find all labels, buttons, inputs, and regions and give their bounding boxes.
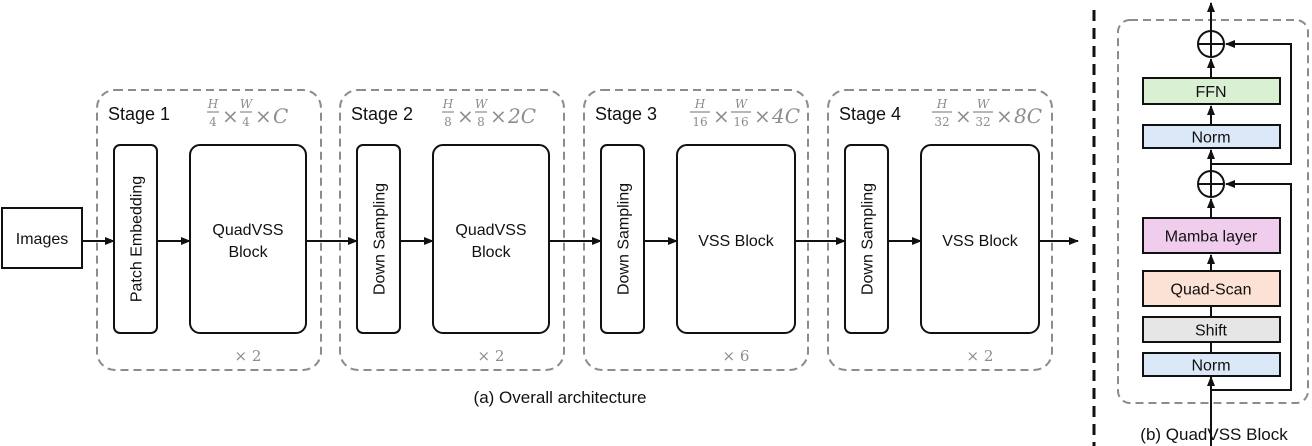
svg-text:4: 4 <box>209 115 217 129</box>
main-block-label: Block <box>471 244 511 261</box>
svg-text:H: H <box>936 97 948 111</box>
svg-text:×: × <box>457 104 474 128</box>
svg-text:16: 16 <box>692 115 707 129</box>
block-label: Quad-Scan <box>1171 282 1252 299</box>
stage-dimensions: H4×W4× C <box>207 97 289 129</box>
svg-text:H: H <box>694 97 706 111</box>
caption-overall-architecture: (a) Overall architecture <box>474 388 647 407</box>
shift-block: Shift <box>1142 316 1281 343</box>
quadvss-block <box>189 144 307 334</box>
stage-title: Stage 4 <box>839 104 901 124</box>
svg-text:32: 32 <box>975 115 990 129</box>
svg-text:C: C <box>273 104 288 128</box>
svg-text:W: W <box>240 97 254 111</box>
block-label: Norm <box>1191 130 1230 147</box>
svg-text:16: 16 <box>733 115 748 129</box>
caption-quadvss-block: (b) QuadVSS Block <box>1140 425 1288 444</box>
repeat-count: × 6 <box>723 347 750 365</box>
images-label: Images <box>16 231 68 248</box>
norm-block: Norm <box>1142 124 1281 149</box>
stage-title: Stage 2 <box>351 104 413 124</box>
main-block-label: Block <box>228 244 268 261</box>
svg-text:×: × <box>955 104 972 128</box>
svg-text:H: H <box>207 97 219 111</box>
svg-text:H: H <box>442 97 454 111</box>
stage-title: Stage 1 <box>108 104 170 124</box>
svg-text:8: 8 <box>477 115 485 129</box>
block-label: FFN <box>1195 84 1226 101</box>
svg-text:W: W <box>475 97 489 111</box>
first-block-label: Patch Embedding <box>129 176 146 302</box>
svg-text:8C: 8C <box>1014 104 1042 128</box>
svg-text:4: 4 <box>242 115 250 129</box>
norm-block: Norm <box>1142 352 1281 377</box>
svg-text:8: 8 <box>444 115 452 129</box>
svg-text:4C: 4C <box>771 104 800 128</box>
main-block-label: VSS Block <box>698 233 775 250</box>
svg-text:×: × <box>255 104 272 128</box>
residual-connection-2 <box>1211 40 1292 165</box>
svg-text:×: × <box>713 104 730 128</box>
main-block-label: QuadVSS <box>212 222 283 239</box>
images-input-box: Images <box>1 207 83 269</box>
quadvss-block <box>432 144 550 334</box>
stage-frame <box>827 89 1053 371</box>
ffn-block: FFN <box>1142 77 1281 105</box>
svg-text:W: W <box>735 97 749 111</box>
stage-dimensions: H16×W16× 4C <box>690 97 800 129</box>
stage-dimensions: H32×W32× 8C <box>932 97 1042 129</box>
repeat-count: × 2 <box>235 347 262 365</box>
svg-text:×: × <box>996 104 1013 128</box>
svg-text:W: W <box>977 97 991 111</box>
svg-text:32: 32 <box>934 115 949 129</box>
first-block-label: Down Sampling <box>372 183 389 295</box>
svg-text:×: × <box>490 104 507 128</box>
block-label: Shift <box>1195 323 1228 340</box>
repeat-count: × 2 <box>478 347 505 365</box>
first-block-label: Down Sampling <box>860 183 877 295</box>
stage-title: Stage 3 <box>595 104 657 124</box>
quadvss-dashed-frame <box>1117 19 1309 404</box>
stage-frame <box>339 89 565 371</box>
stage-frame <box>583 89 809 371</box>
repeat-count: × 2 <box>967 347 994 365</box>
svg-text:×: × <box>754 104 771 128</box>
svg-text:2C: 2C <box>507 104 536 128</box>
stage-dimensions: H8×W8× 2C <box>442 97 536 129</box>
block-label: Mamba layer <box>1165 229 1258 246</box>
main-block-label: QuadVSS <box>455 222 526 239</box>
svg-text:×: × <box>222 104 239 128</box>
block-label: Norm <box>1191 358 1230 375</box>
stage-frame <box>96 89 322 371</box>
quad-scan-block: Quad-Scan <box>1142 270 1281 307</box>
mamba-layer-block: Mamba layer <box>1142 217 1281 254</box>
residual-connection-1 <box>1211 180 1292 391</box>
main-block-label: VSS Block <box>942 233 1019 250</box>
first-block-label: Down Sampling <box>616 183 633 295</box>
